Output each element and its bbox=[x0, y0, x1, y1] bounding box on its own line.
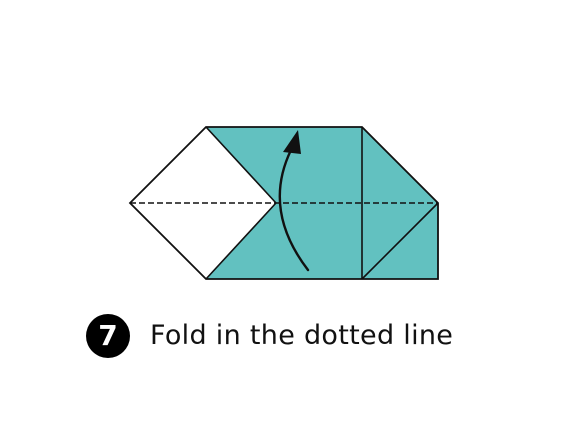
step-caption: Fold in the dotted line bbox=[150, 320, 454, 351]
white-flap-bottom-left bbox=[130, 203, 276, 279]
crease-white-top-diagonal bbox=[205, 126, 277, 204]
crease-white-bottom-diagonal bbox=[205, 202, 277, 280]
curved-arrow-up-icon bbox=[278, 148, 310, 272]
white-flap-top-left bbox=[130, 127, 276, 203]
step-number-badge: 7 bbox=[86, 314, 130, 358]
crease-right-lower-diagonal bbox=[361, 202, 439, 280]
arrow-head bbox=[283, 130, 301, 154]
